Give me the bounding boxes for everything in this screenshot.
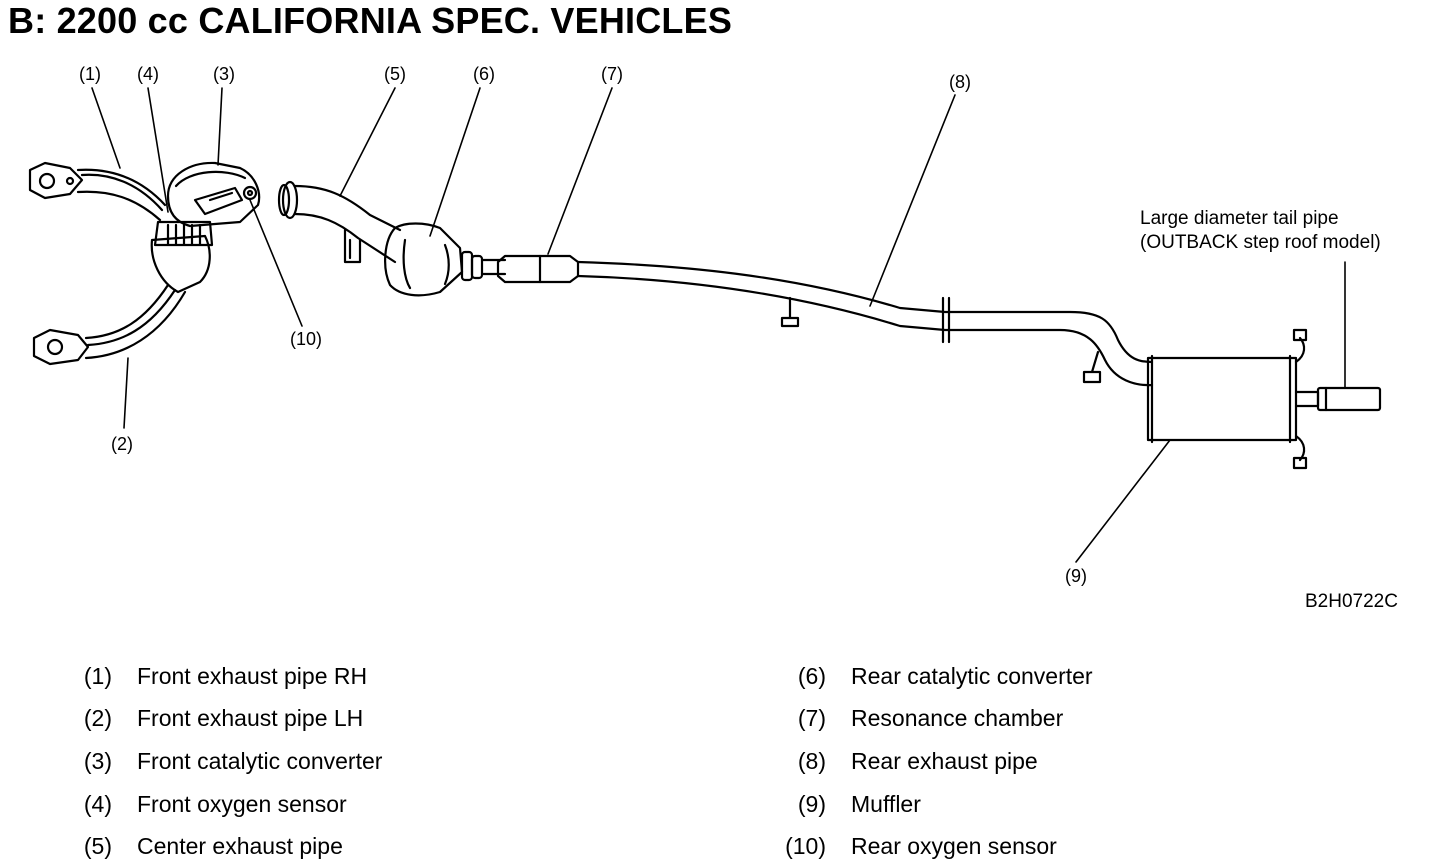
resonance-chamber	[496, 254, 580, 284]
flange-1	[277, 180, 299, 220]
callout-5: (5)	[384, 64, 406, 84]
callout-1: (1)	[79, 64, 101, 84]
pipe-junction	[150, 220, 214, 294]
front-catalytic-converter	[166, 161, 261, 228]
legend-item: (4)Front oxygen sensor	[83, 790, 347, 817]
rear-oxygen-sensor	[242, 185, 258, 201]
muffler	[1146, 328, 1308, 470]
rear-exhaust-pipe	[576, 260, 1154, 387]
callout-10: (10)	[290, 329, 322, 349]
callout-2: (2)	[111, 434, 133, 454]
callout-6: (6)	[473, 64, 495, 84]
callout-8: (8)	[949, 72, 971, 92]
legend-item: (7)Resonance chamber	[797, 705, 1064, 732]
tailpipe-note-line1: Large diameter tail pipe	[1140, 208, 1339, 229]
front-exhaust-pipe-rh	[28, 161, 167, 222]
legend-item: (6)Rear catalytic converter	[797, 662, 1093, 689]
legend-item: (3)Front catalytic converter	[83, 747, 383, 774]
legend-item: (5)Center exhaust pipe	[83, 833, 343, 860]
callout-7: (7)	[601, 64, 623, 84]
tail-pipe	[1294, 386, 1382, 412]
callout-4: (4)	[137, 64, 159, 84]
legend-right: (6)Rear catalytic converter (7)Resonance…	[774, 655, 1093, 868]
page-title: B: 2200 cc CALIFORNIA SPEC. VEHICLES	[8, 0, 733, 41]
legend-item: (8)Rear exhaust pipe	[797, 747, 1038, 774]
callout-9: (9)	[1065, 566, 1087, 586]
legend-item: (1)Front exhaust pipe RH	[83, 662, 368, 689]
leader-lines	[91, 87, 1346, 563]
rear-catalytic-converter	[384, 222, 464, 297]
front-exhaust-pipe-lh	[32, 283, 187, 366]
flange-2	[460, 250, 484, 282]
legend-item: (9)Muffler	[797, 790, 921, 817]
legend-item: (10)Rear oxygen sensor	[785, 833, 1057, 860]
legend-left: (1)Front exhaust pipe RH (2)Front exhaus…	[60, 655, 383, 868]
callout-3: (3)	[213, 64, 235, 84]
tailpipe-note-line2: (OUTBACK step roof model)	[1140, 232, 1381, 253]
exhaust-system-diagram: (1) (4) (3) (5) (6) (7) (8) (10) (2) (9)…	[28, 64, 1398, 612]
legend-item: (2)Front exhaust pipe LH	[83, 705, 364, 732]
center-exhaust-pipe	[293, 184, 402, 264]
figure-code: B2H0722C	[1305, 591, 1398, 612]
